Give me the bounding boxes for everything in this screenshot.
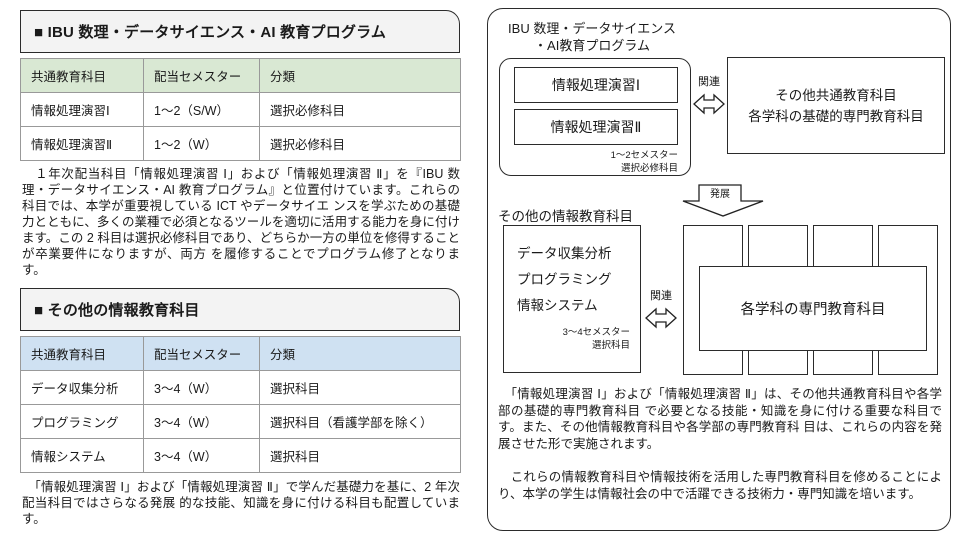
table-cell-category: 選択必修科目 — [259, 92, 461, 127]
relation-connector-bottom: 関連 — [642, 289, 680, 334]
table-cell-subject: 情報処理演習Ⅱ — [20, 126, 144, 161]
table-header-row: 共通教育科目 配当セメスター 分類 — [20, 336, 461, 371]
table-cell-subject: データ収集分析 — [20, 370, 144, 405]
column-header-semester: 配当セメスター — [143, 336, 260, 371]
department-specialized-box: 各学科の専門教育科目 — [699, 266, 927, 351]
relation-double-arrow-icon — [693, 93, 725, 115]
program-group-box: 情報処理演習Ⅰ 情報処理演習Ⅱ 1〜2セメスター 選択必修科目 — [499, 58, 691, 176]
diagram-title-line1: IBU 数理・データサイエンス — [508, 21, 676, 36]
table-cell-category: 選択科目（看護学部を除く） — [259, 404, 461, 439]
table-row: 情報システム 3〜4（W） 選択科目 — [20, 438, 461, 473]
develop-label: 発展 — [710, 187, 730, 200]
table-cell-subject: 情報処理演習Ⅰ — [20, 92, 144, 127]
table-cell-semester: 3〜4（W） — [143, 438, 260, 473]
info-course-item: データ収集分析 — [517, 246, 612, 261]
ibu-program-course-table: 共通教育科目 配当セメスター 分類 情報処理演習Ⅰ 1〜2（S/W） 選択必修科… — [20, 58, 461, 161]
program-note: 1〜2セメスター 選択必修科目 — [558, 149, 678, 175]
diagram-panel: IBU 数理・データサイエンス ・AI教育プログラム 情報処理演習Ⅰ 情報処理演… — [487, 8, 951, 531]
section-title: ■ その他の情報教育科目 — [34, 302, 200, 319]
info-note-semester: 3〜4セメスター — [562, 327, 630, 338]
info-note: 3〜4セメスター 選択科目 — [520, 326, 630, 352]
course-box-exercise1: 情報処理演習Ⅰ — [514, 67, 678, 103]
ibu-program-description: １年次配当科目「情報処理演習 Ⅰ」および「情報処理演習 Ⅱ」を『IBU 数理・デ… — [22, 167, 460, 277]
section-title: ■ IBU 数理・データサイエンス・AI 教育プログラム — [34, 24, 387, 41]
diagram-title: IBU 数理・データサイエンス ・AI教育プログラム — [492, 21, 692, 54]
table-cell-category: 選択必修科目 — [259, 126, 461, 161]
table-row: 情報処理演習Ⅰ 1〜2（S/W） 選択必修科目 — [20, 92, 461, 127]
table-header-row: 共通教育科目 配当セメスター 分類 — [20, 58, 461, 93]
section-header-other-info-subjects: ■ その他の情報教育科目 — [20, 288, 460, 331]
table-cell-semester: 3〜4（W） — [143, 370, 260, 405]
column-header-category: 分類 — [259, 58, 461, 93]
info-note-category: 選択科目 — [591, 340, 630, 351]
diagram-paragraph-1: 「情報処理演習 Ⅰ」および「情報処理演習 Ⅱ」は、その他共通教育科目や各学部の基… — [498, 387, 942, 451]
section-header-ibu-program: ■ IBU 数理・データサイエンス・AI 教育プログラム — [20, 10, 460, 53]
diagram-title-line2: ・AI教育プログラム — [534, 37, 650, 53]
table-cell-subject: プログラミング — [20, 404, 144, 439]
column-header-category: 分類 — [259, 336, 461, 371]
table-cell-semester: 1〜2（S/W） — [143, 92, 260, 127]
table-row: プログラミング 3〜4（W） 選択科目（看護学部を除く） — [20, 404, 461, 439]
course-box-exercise2: 情報処理演習Ⅱ — [514, 109, 678, 145]
relation-connector-top: 関連 — [690, 75, 728, 120]
table-cell-category: 選択科目 — [259, 438, 461, 473]
other-common-subjects-box: その他共通教育科目 各学科の基礎的専門教育科目 — [727, 57, 945, 154]
relation-label: 関連 — [650, 290, 672, 302]
other-info-course-table: 共通教育科目 配当セメスター 分類 データ収集分析 3〜4（W） 選択科目 プロ… — [20, 336, 461, 473]
info-course-item: プログラミング — [517, 272, 612, 287]
info-course-item: 情報システム — [517, 298, 598, 313]
table-row: 情報処理演習Ⅱ 1〜2（W） 選択必修科目 — [20, 126, 461, 161]
relation-label: 関連 — [698, 76, 720, 88]
column-header-semester: 配当セメスター — [143, 58, 260, 93]
table-cell-category: 選択科目 — [259, 370, 461, 405]
table-cell-subject: 情報システム — [20, 438, 144, 473]
column-header-subject: 共通教育科目 — [20, 336, 144, 371]
program-note-semester: 1〜2セメスター — [610, 150, 678, 161]
info-courses-box: データ収集分析 プログラミング 情報システム 3〜4セメスター 選択科目 — [503, 225, 641, 373]
column-header-subject: 共通教育科目 — [20, 58, 144, 93]
diagram-paragraph-2: これらの情報教育科目や情報技術を活用した専門教育科目を修めることにより、本学の学… — [498, 470, 942, 501]
relation-double-arrow-icon — [645, 307, 677, 329]
table-cell-semester: 1〜2（W） — [143, 126, 260, 161]
program-note-category: 選択必修科目 — [620, 163, 678, 174]
other-common-line2: 各学科の基礎的専門教育科目 — [748, 108, 924, 124]
other-common-line1: その他共通教育科目 — [775, 87, 897, 103]
other-info-heading: その他の情報教育科目 — [498, 209, 633, 224]
table-cell-semester: 3〜4（W） — [143, 404, 260, 439]
develop-down-arrow-icon: 発展 — [682, 184, 764, 217]
table-row: データ収集分析 3〜4（W） 選択科目 — [20, 370, 461, 405]
other-info-description: 「情報処理演習 Ⅰ」および「情報処理演習 Ⅱ」で学んだ基礎力を基に、2 年次配当… — [22, 480, 460, 526]
